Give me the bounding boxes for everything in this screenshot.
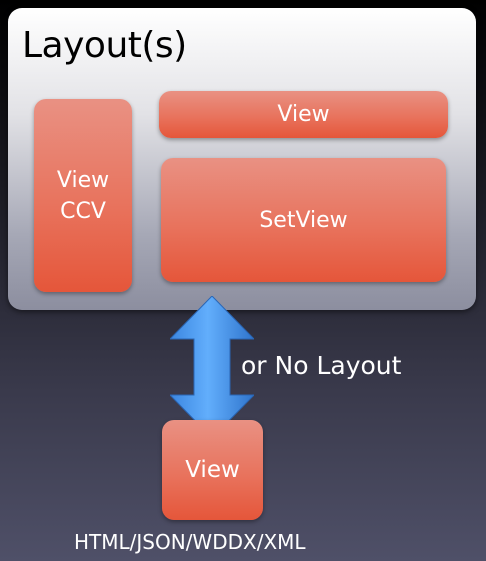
- view-box-bottom: View: [162, 420, 263, 520]
- view-box-top: View: [159, 91, 448, 138]
- set-view-box: SetView: [161, 158, 446, 282]
- view-ccv-label-line2: CCV: [60, 198, 106, 224]
- or-no-layout-label: or No Layout: [241, 351, 402, 380]
- arrow-shape: [170, 296, 254, 438]
- view-ccv-label-line1: View: [56, 167, 110, 193]
- layout-panel: Layout(s) View CCV View SetView: [8, 8, 476, 310]
- view-bottom-label: View: [185, 456, 240, 483]
- set-view-label: SetView: [259, 207, 348, 233]
- double-vertical-arrow-icon: [170, 296, 254, 438]
- format-list-label: HTML/JSON/WDDX/XML: [74, 530, 306, 554]
- view-top-label: View: [277, 102, 330, 127]
- view-ccv-box: View CCV: [34, 99, 132, 292]
- layout-title: Layout(s): [22, 25, 187, 66]
